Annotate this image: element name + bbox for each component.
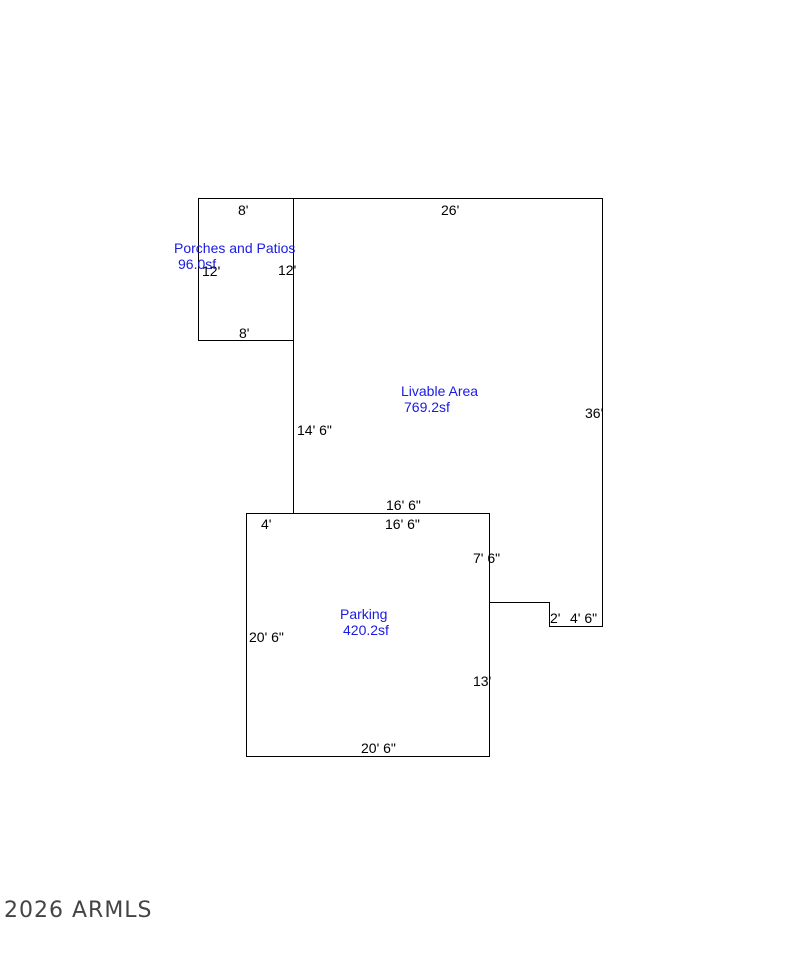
copyright-watermark: 2026 ARMLS	[4, 898, 153, 923]
porch-area-size: 96.0sf	[178, 256, 216, 272]
dim-parking-top-left: 4'	[261, 516, 271, 532]
dim-parking-top: 16' 6"	[385, 516, 420, 532]
dim-parking-right: 13'	[473, 673, 491, 689]
parking-area-size: 420.2sf	[343, 622, 389, 638]
porch-outline	[198, 198, 294, 341]
dim-livable-top: 26'	[441, 202, 459, 218]
dim-livable-left: 14' 6"	[297, 422, 332, 438]
dim-livable-right: 36'	[585, 405, 603, 421]
livable-area-size: 769.2sf	[404, 399, 450, 415]
livable-area-name: Livable Area	[401, 383, 478, 399]
dim-porch-right: 12'	[278, 262, 296, 278]
dim-porch-bottom: 8'	[239, 325, 249, 341]
dim-livable-bottom: 16' 6"	[386, 497, 421, 513]
parking-outline	[246, 513, 490, 757]
dim-livable-notch-vertical: 7' 6"	[473, 550, 500, 566]
parking-area-name: Parking	[340, 606, 387, 622]
livable-outline	[293, 198, 603, 627]
dim-porch-left: 12'	[202, 263, 220, 279]
dim-parking-left: 20' 6"	[249, 629, 284, 645]
dim-notch-right: 4' 6"	[570, 610, 597, 626]
dim-parking-bottom: 20' 6"	[361, 740, 396, 756]
porch-area-name: Porches and Patios	[174, 240, 295, 256]
dim-notch-small: 2'	[550, 610, 560, 626]
dim-porch-top: 8'	[238, 202, 248, 218]
